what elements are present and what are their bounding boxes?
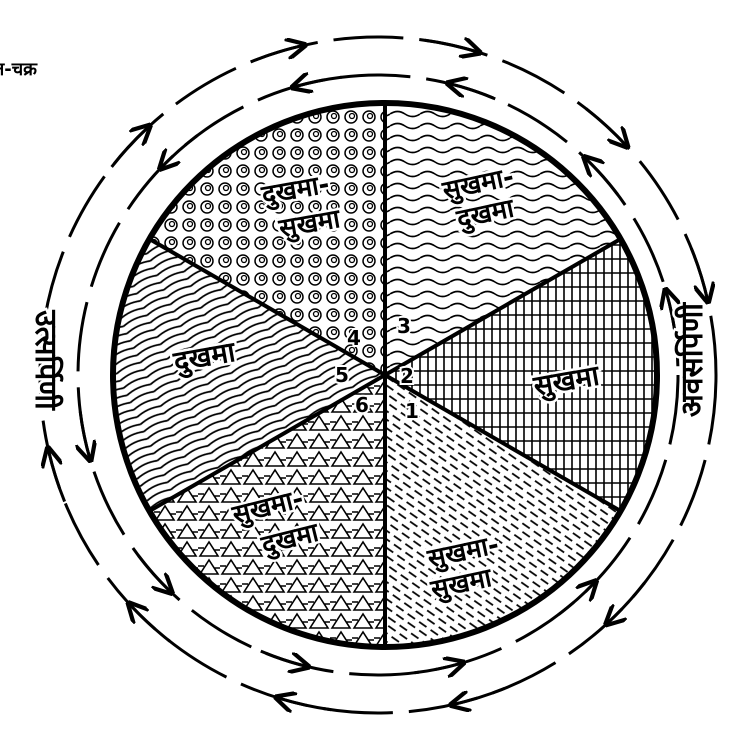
corner-caption: त-चक्र	[0, 59, 38, 80]
inner-ring-arrow-3	[415, 663, 462, 673]
segment-2-number: 2	[400, 364, 414, 388]
inner-ring-arrow-6	[80, 412, 90, 459]
outer-ring-arrow-2	[608, 583, 645, 623]
inner-ring-arrow-11	[586, 159, 618, 195]
outer-ring-arrow-5	[130, 605, 170, 642]
segment-4-number: 4	[347, 326, 361, 350]
outer-ring-arrow-10	[425, 40, 478, 52]
inner-ring-arrow-8	[162, 135, 198, 167]
inner-ring-arrow-10	[450, 84, 495, 99]
outer-ring-arrow-3	[453, 688, 505, 704]
outer-ring-arrow-9	[251, 45, 303, 61]
outer-ring-arrow-12	[691, 248, 707, 300]
inner-ring-arrow-9	[294, 77, 341, 87]
inner-ring-arrow-4	[261, 651, 306, 666]
segment-6-number: 6	[355, 393, 369, 417]
outer-ring-arrow-4	[278, 698, 331, 710]
outer-ring-arrow-8	[112, 127, 149, 167]
segment-3-number: 3	[397, 314, 411, 338]
avasarpini-label: अवसर्पिणी	[674, 302, 710, 417]
outer-ring-arrow-6	[48, 450, 64, 502]
segment-5-number: 5	[335, 363, 349, 387]
inner-ring-arrow-5	[138, 556, 170, 592]
outer-ring-arrow-11	[586, 109, 626, 146]
inner-ring-arrow-2	[559, 583, 595, 615]
segment-1-number: 1	[405, 399, 419, 423]
utsarpini-label: उत्सर्पिणी	[28, 309, 64, 411]
